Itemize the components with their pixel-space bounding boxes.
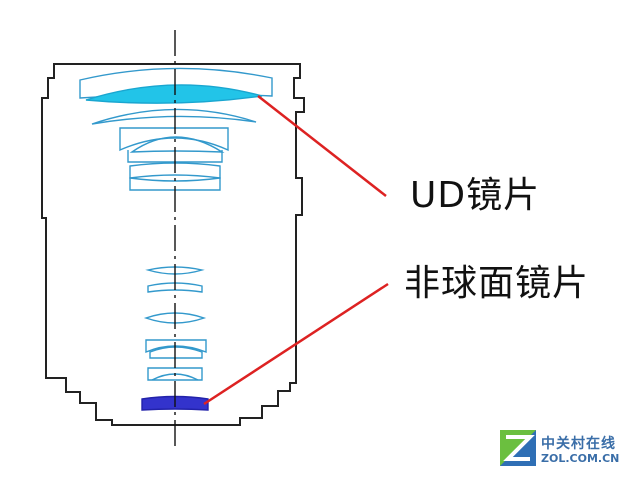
- ud-leader-line: [257, 95, 387, 197]
- watermark-name: 中关村在线: [541, 436, 616, 452]
- aspherical-lens-label: 非球面镜片: [404, 263, 590, 304]
- zol-logo-icon: [500, 430, 536, 466]
- rear-lens-element-1: [145, 266, 205, 275]
- group-lens-element-b: [129, 177, 221, 191]
- rear-lens-element-2: [147, 282, 203, 293]
- ud-lens-label: UD镜片: [410, 175, 541, 216]
- rear-lens-element-3: [143, 312, 207, 324]
- front-lens-group: [79, 67, 273, 191]
- lens-barrel-outline: [41, 63, 305, 426]
- rear-lens-element-6: [147, 367, 203, 381]
- rear-lens-element-5: [149, 346, 203, 359]
- ud-lens-element: [85, 84, 263, 104]
- meniscus-lens-element: [91, 108, 257, 125]
- watermark-site: ZOL.COM.CN: [541, 452, 620, 465]
- doublet-lens-front: [119, 127, 229, 152]
- doublet-lens-middle: [129, 136, 225, 153]
- rear-lens-element-4: [145, 339, 207, 354]
- aspherical-leader-line: [203, 282, 389, 406]
